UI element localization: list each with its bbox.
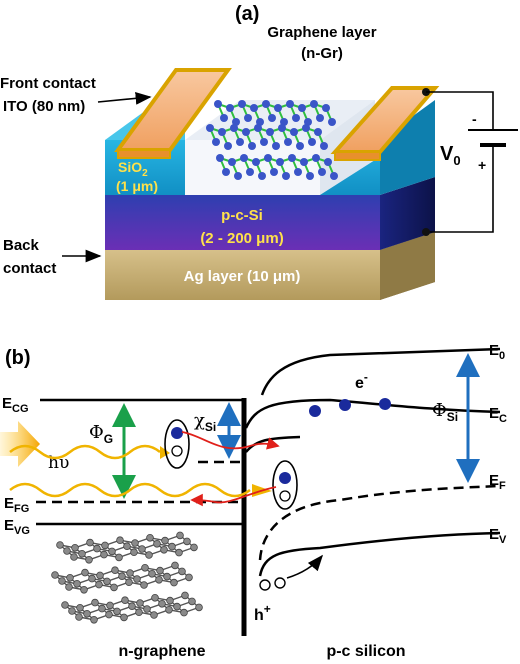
photon-wave-1 (9, 444, 161, 460)
hole-label: h+ (254, 602, 271, 624)
silicon-exciton-ellipse (272, 460, 298, 510)
e0-band (260, 347, 501, 396)
sio2-label: SiO2 (118, 159, 148, 179)
ev-label: EV (489, 526, 507, 546)
back-contact-label-2: contact (3, 260, 56, 277)
ev-band (258, 531, 501, 577)
v0-label: V0 (440, 143, 461, 168)
electron-label: e- (355, 370, 368, 392)
ec-label: EC (489, 405, 507, 425)
graphene-sheets (206, 100, 338, 180)
panel-b-label: (b) (5, 347, 31, 369)
sio2-thickness: (1 μm) (116, 178, 158, 194)
ag-label: Ag layer (10 μm) (184, 268, 301, 285)
n-graphene-label: n-graphene (118, 643, 205, 660)
graphene-window (185, 100, 375, 195)
battery-minus: - (472, 111, 477, 127)
silicon-electron (279, 472, 291, 484)
phi-g-label: ΦG (89, 422, 113, 446)
graphene-stack-illustration (51, 531, 203, 624)
graphene-title: Graphene layer (267, 24, 376, 41)
pcsi-layer (105, 177, 435, 250)
ito-contact-right (330, 86, 440, 161)
evg-label: EVG (4, 517, 30, 537)
efg-label: EFG (4, 495, 29, 515)
front-contact-arrow (97, 92, 152, 105)
ito-contact-left (114, 68, 232, 159)
hole-transfer-arrow (190, 486, 277, 507)
ef-label: EF (489, 472, 506, 492)
panel-a-label: (a) (235, 3, 259, 25)
e0-label: E0 (489, 342, 505, 362)
p-silicon-label: p-c silicon (326, 643, 405, 660)
front-contact-label-2: ITO (80 nm) (3, 98, 85, 115)
ecg-label: ECG (2, 395, 29, 415)
ec-band-lower (245, 435, 301, 453)
photon-wave-2 (9, 482, 251, 498)
pcsi-thickness: (2 - 200 μm) (200, 230, 283, 247)
back-contact-label-1: Back (3, 237, 40, 254)
circuit: - + V0 (422, 88, 518, 236)
ef-band (258, 484, 501, 561)
phi-si-label: ΦSi (432, 400, 458, 424)
light-arrow-icon (0, 421, 40, 467)
valence-hole-2 (274, 577, 286, 589)
silicon-electrons (309, 398, 391, 417)
front-contact-label-1: Front contact (0, 75, 96, 92)
valence-hole-1 (259, 579, 271, 591)
hole-drift-arrow (286, 554, 324, 579)
chi-si-label: χSi (194, 410, 216, 434)
electron-transfer-arrow (181, 431, 280, 450)
panel-b: (b) ECG EFG EVG E0 EC EF EV ΦG χSi ΦSi (0, 342, 507, 660)
ec-band (244, 398, 501, 429)
battery-plus: + (478, 157, 486, 173)
graphene-hole (171, 445, 183, 457)
ag-layer (105, 232, 435, 300)
panel-a: (a) (0, 3, 518, 300)
pcsi-label: p-c-Si (221, 207, 263, 224)
silicon-hole (279, 490, 291, 502)
graphene-exciton-ellipse (164, 419, 190, 469)
graphene-electron (171, 427, 183, 439)
graphene-subtitle: (n-Gr) (301, 45, 343, 62)
